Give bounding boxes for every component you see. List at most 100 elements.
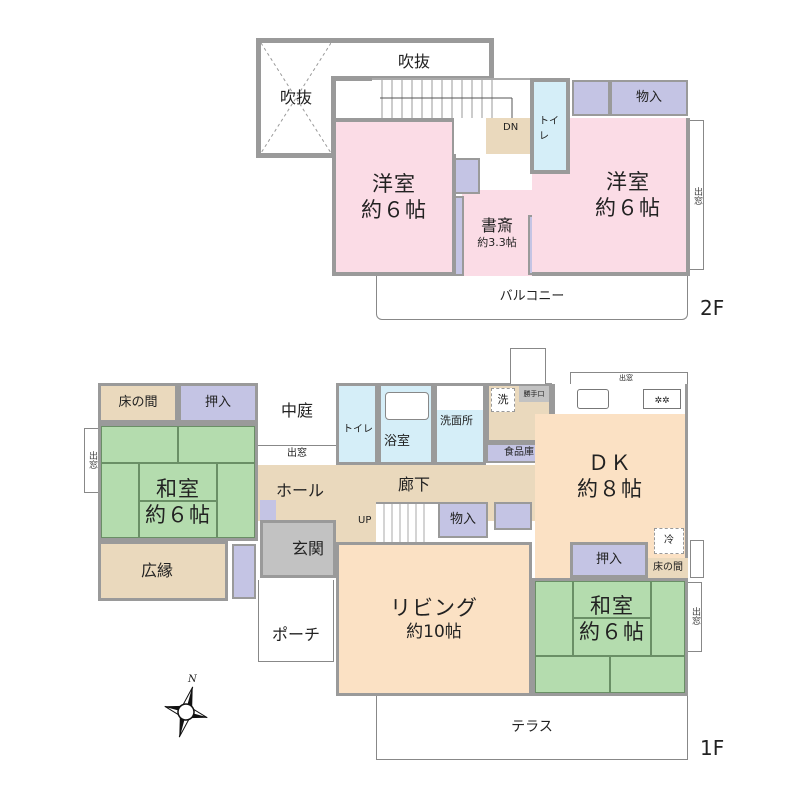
room-japanese-left: 和室 約６帖 [98,423,258,541]
bay-window-1f-left: 出窓 [84,428,98,493]
room-japanese-right: 和室 約６帖 [532,578,688,696]
room-washroom: 洗面所 [434,383,486,465]
bathroom-label: 浴室 [384,434,411,449]
room-closet-right: 押入 [570,542,648,578]
bay-window-label: 出窓 [690,607,700,625]
sink-icon [577,389,609,409]
kitchen-window-label: 出窓 [619,374,633,382]
room-name: 和室 [156,476,200,501]
landing-2f: DN [485,118,531,154]
back-door-label: 勝手口 [523,389,545,398]
corridor-label: 廊下 [398,475,431,494]
room-name: リビング [390,596,478,621]
room-living: リビング 約10帖 [336,542,532,696]
courtyard-label: 中庭 [280,401,313,420]
tokonoma-label: 床の間 [653,561,683,573]
room-tokonoma-left: 床の間 [98,383,178,423]
room-storage-2f: 物入 [610,80,688,116]
room-western-right: 洋室 約６帖 [570,118,690,276]
room-tokonoma-right: 床の間 [648,558,688,578]
room-hall: ホール 廊下 [258,465,538,521]
stove-icon: ✲✲ [643,389,681,409]
stair-treads [383,504,425,544]
void-left-cross [260,42,332,154]
room-name: ＤＫ [588,450,632,475]
room-storage-1f: 物入 [438,502,488,538]
stair-up-label: UP [358,515,372,526]
room-entrance: 玄関 [260,520,336,578]
stair-1f [376,502,438,544]
courtyard-window: 出窓 [258,445,336,463]
room-name: 書斎 [480,216,513,236]
hall-label: ホール [276,481,325,500]
bay-window-2f: 出窓 [690,120,704,270]
room-engawa: 広縁 [98,541,228,601]
closet-corridor [494,502,532,530]
terrace-label: テラス [511,718,553,735]
closet-engawa [232,544,256,599]
room-size: 約６帖 [145,503,211,527]
toilet-label: トイレ [343,424,373,435]
floor-label-2f: 2F [700,296,725,320]
room-western-left: 洋室 約６帖 [332,118,456,276]
closet-study-b [454,196,464,276]
void-left-label: 吹抜 [279,88,312,107]
tokonoma-label: 床の間 [118,394,158,410]
bay-window-label: 出窓 [692,187,702,205]
courtyard: 中庭 [258,383,336,439]
window-label: 出窓 [287,448,307,460]
room-size: 約10帖 [406,621,462,642]
void-left: 吹抜 [256,38,336,158]
closet-2f-a [572,80,610,116]
porch-label: ポーチ [271,624,320,644]
room-name: 洋室 [606,169,650,194]
pantry-label: 食品庫 [504,446,534,458]
storage-label: 物入 [449,511,476,527]
back-door-step [510,348,546,384]
western-right-ext [532,174,574,276]
room-name: 洋室 [372,171,416,196]
back-door: 勝手口 [519,386,549,402]
closet-label: 押入 [595,551,622,567]
kitchen-worktop: ✲✲ [552,384,688,414]
room-size: 約６帖 [579,620,645,644]
fridge-label: 冷 [664,534,674,546]
room-toilet-1f: トイレ [336,383,378,465]
compass-rose-icon [164,686,208,738]
closet-study-a [454,158,480,194]
stair-dn-label: DN [503,122,519,133]
room-size: 約６帖 [595,196,661,220]
laundry-spot: 洗 [491,388,515,412]
floor-label-1f: 1F [700,736,725,760]
laundry-label: 洗 [497,393,509,407]
room-size: 約3.3帖 [477,236,517,250]
hall-stair-landing [336,500,378,542]
washroom-label: 洗面所 [440,414,473,427]
balcony: バルコニー [376,276,688,320]
compass-north-label: N [188,674,197,685]
stair-2f [372,78,532,122]
balcony-label: バルコニー [499,289,565,305]
hall-2f [454,118,486,154]
compass: N [162,674,212,738]
closet-dk-side [690,540,704,578]
terrace: テラス [376,696,688,760]
room-name: 和室 [590,593,634,618]
entrance-label: 玄関 [291,539,324,558]
kitchen-counter: 出窓 [570,372,688,384]
porch: ポーチ [258,580,334,662]
bay-window-1f-right: 出窓 [688,582,702,652]
bay-window-label: 出窓 [87,451,97,469]
room-size: 約８帖 [577,477,643,501]
toilet-label: トイレ [539,116,559,142]
room-study: 書斎 約3.3帖 [462,190,532,276]
fridge-spot: 冷 [654,528,684,554]
room-bathroom: 浴室 [378,383,434,465]
room-size: 約６帖 [361,198,427,222]
room-closet-left: 押入 [178,383,258,423]
room-toilet-2f: トイレ [530,78,570,174]
engawa-label: 広縁 [141,561,174,580]
closet-label: 押入 [204,394,231,410]
stair-treads [380,80,513,122]
void-top-label: 吹抜 [398,52,431,71]
